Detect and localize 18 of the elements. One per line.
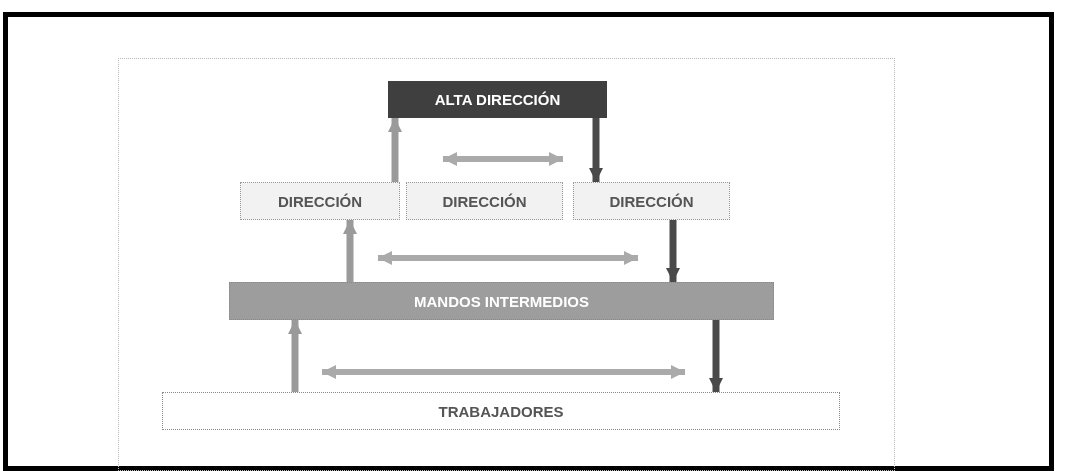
top-level-box: [388, 81, 607, 118]
management-box: [573, 182, 730, 220]
arrow: [709, 320, 723, 392]
box-label: MANDOS INTERMEDIOS: [414, 292, 589, 310]
arrow: [388, 118, 402, 182]
management-box: [240, 182, 400, 220]
management-box: [406, 182, 563, 220]
box-label: DIRECCIÓN: [442, 192, 527, 210]
box-label: TRABAJADORES: [438, 402, 564, 420]
arrow: [343, 220, 357, 282]
arrow: [666, 220, 680, 282]
box-label: DIRECCIÓN: [609, 192, 694, 210]
box-label: DIRECCIÓN: [277, 192, 363, 210]
base-band: [162, 392, 840, 430]
arrow: [589, 118, 603, 182]
middle-band: [229, 282, 774, 320]
box-label: ALTA DIRECCIÓN: [434, 91, 561, 108]
arrow: [288, 320, 302, 392]
